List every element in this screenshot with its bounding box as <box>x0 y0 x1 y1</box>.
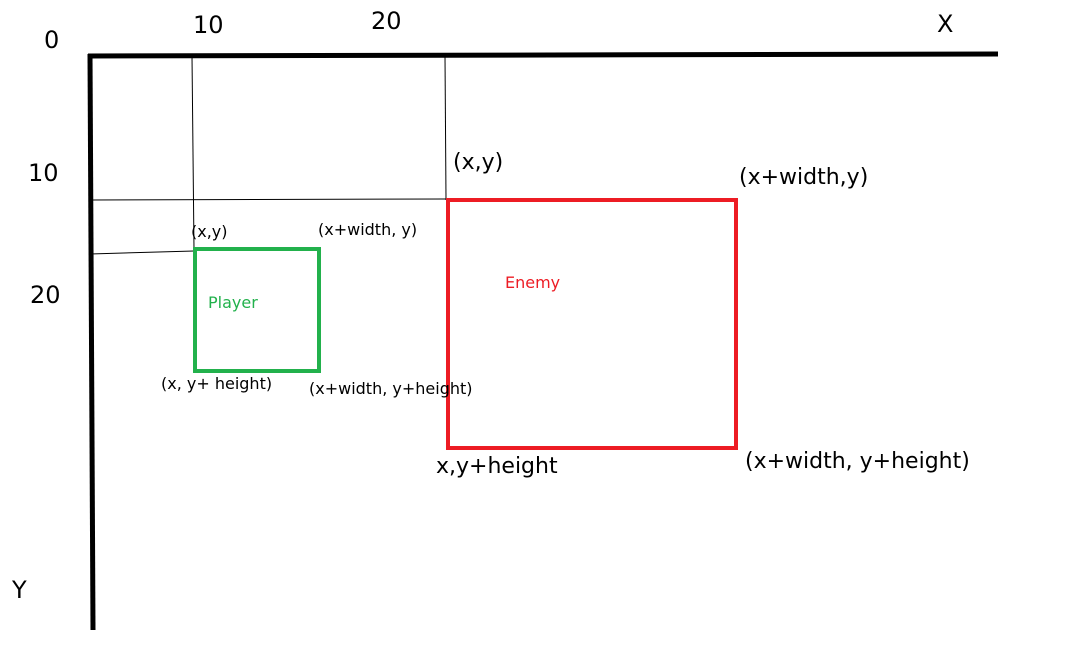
player-label: Player <box>208 293 258 312</box>
player-top-left-label: (x,y) <box>191 222 228 241</box>
enemy-top-right-label: (x+width,y) <box>739 165 869 190</box>
player-bottom-left-label: (x, y+ height) <box>161 374 273 393</box>
player-rect <box>193 247 321 373</box>
guide-line-y10 <box>89 198 448 201</box>
guide-line-y20 <box>89 250 195 255</box>
y-axis-label: Y <box>12 576 27 604</box>
x-axis-label: X <box>937 10 954 38</box>
guide-line-x10 <box>191 55 195 251</box>
x-tick-20: 20 <box>371 7 402 35</box>
player-bottom-right-label: (x+width, y+height) <box>309 379 473 398</box>
enemy-bottom-left-label: x,y+height <box>436 454 558 479</box>
enemy-rect <box>446 198 738 450</box>
enemy-top-left-label: (x,y) <box>453 150 504 175</box>
y-axis-line <box>87 53 96 631</box>
y-tick-10: 10 <box>28 159 59 187</box>
guide-line-x20 <box>444 55 447 201</box>
enemy-bottom-right-label: (x+width, y+height) <box>745 449 970 474</box>
enemy-label: Enemy <box>505 273 561 292</box>
y-tick-20: 20 <box>30 281 61 309</box>
x-axis-line <box>87 51 999 59</box>
x-tick-10: 10 <box>193 11 224 39</box>
origin-label: 0 <box>44 26 60 54</box>
player-top-right-label: (x+width, y) <box>318 220 418 239</box>
